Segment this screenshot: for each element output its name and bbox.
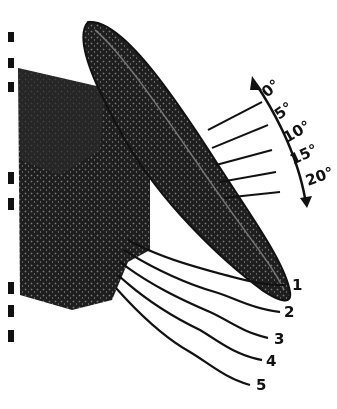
position-label: 4 <box>266 352 276 370</box>
angle-label: 0° <box>258 76 283 101</box>
position-label: 2 <box>284 303 294 321</box>
arrow-head-bottom <box>300 196 312 208</box>
angle-label: 5° <box>271 98 296 123</box>
cropped-text-edge <box>8 32 14 342</box>
position-label: 1 <box>292 276 302 294</box>
position-label: 5 <box>256 376 266 394</box>
position-label: 3 <box>274 330 284 348</box>
angle-label: 20° <box>303 163 336 190</box>
